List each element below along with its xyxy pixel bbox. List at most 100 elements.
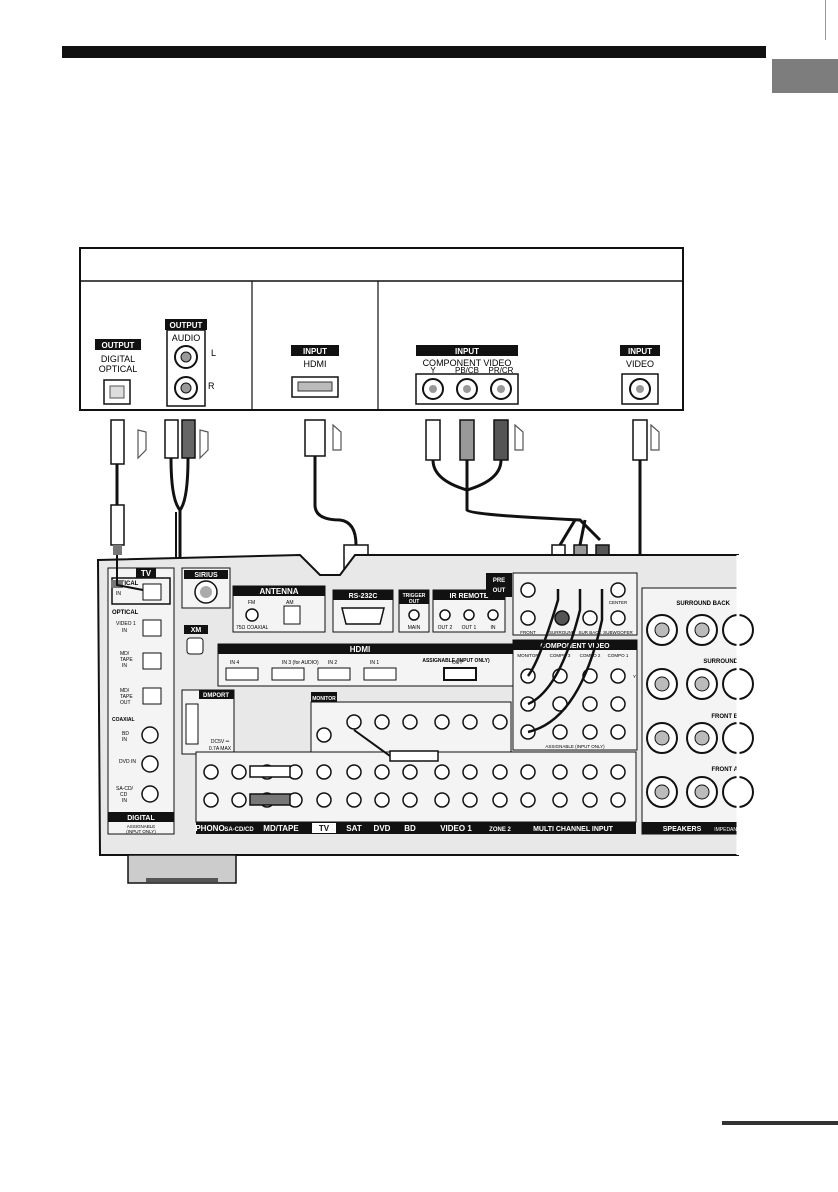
optical-output-header-bg bbox=[95, 339, 141, 350]
hdmi-in3-port[interactable] bbox=[271, 667, 305, 681]
tv-input-label: TV bbox=[319, 824, 330, 833]
optical-section-label: OPTICAL bbox=[112, 610, 139, 616]
am-terminal[interactable] bbox=[283, 605, 301, 625]
chapter-tab bbox=[772, 59, 838, 93]
dvd-label: DVD bbox=[374, 824, 391, 833]
optical-tv-in-label: IN bbox=[116, 591, 121, 597]
dmport-sub-2: 0.7A MAX bbox=[209, 746, 232, 752]
hdmi-in4-port[interactable] bbox=[225, 667, 259, 681]
audio-plug-l bbox=[164, 419, 179, 459]
ir-in-label: IN bbox=[491, 625, 496, 631]
trigger-main-jack[interactable] bbox=[408, 609, 420, 621]
trigger-main-label: MAIN bbox=[408, 625, 421, 631]
surround-back-label: SURROUND BACK bbox=[676, 601, 730, 607]
coax-bd-in: IN bbox=[122, 737, 127, 743]
audio-l-label: L bbox=[211, 348, 216, 358]
pre-center-label: CENTER bbox=[609, 600, 628, 605]
optical-mdtape-out-jack[interactable] bbox=[142, 687, 162, 705]
video-input-header: INPUT bbox=[628, 347, 652, 356]
multi-channel-label: MULTI CHANNEL INPUT bbox=[533, 826, 614, 833]
component-pr-label: PR/CR bbox=[489, 366, 514, 375]
fm-label: FM bbox=[248, 600, 255, 606]
optical-mdtape-out-label-2: TAPE bbox=[120, 694, 133, 700]
tv-video-in-jack[interactable] bbox=[346, 714, 362, 730]
coax-bd-label: BD bbox=[122, 731, 129, 737]
video1-label: VIDEO 1 bbox=[440, 824, 472, 833]
trigger-label-2: OUT bbox=[409, 599, 420, 605]
ir-in-jack[interactable] bbox=[487, 609, 499, 621]
front-a-label: FRONT A bbox=[712, 767, 739, 773]
hdmi-block-label: HDMI bbox=[350, 645, 370, 654]
hdmi-in3-label: IN 3 (for AUDIO) bbox=[282, 660, 319, 666]
hdmi-in2-label: IN 2 bbox=[328, 660, 337, 666]
sirius-label: SIRIUS bbox=[194, 572, 218, 579]
pre-out-label: PRE bbox=[493, 578, 505, 584]
ir-out1-jack[interactable] bbox=[463, 609, 475, 621]
comp2-label: COMPO 2 bbox=[580, 653, 601, 658]
continued-rule bbox=[722, 1121, 838, 1125]
coax-sacd-label-3: IN bbox=[122, 798, 127, 804]
sat-label: SAT bbox=[346, 824, 362, 833]
hdmi-in1-port[interactable] bbox=[363, 667, 397, 681]
ir-out2-jack[interactable] bbox=[439, 609, 451, 621]
hdmi-in2-port[interactable] bbox=[317, 667, 351, 681]
optical-mdtape-in-label-2: TAPE bbox=[120, 657, 133, 663]
optical-mdtape-in-label-3: IN bbox=[122, 663, 127, 669]
dmport-jack[interactable] bbox=[185, 703, 199, 745]
pre-front-label: FRONT bbox=[520, 630, 536, 635]
optical-mdtape-out-label: MD/ bbox=[120, 688, 130, 694]
coax-dvd-jack[interactable] bbox=[141, 755, 159, 773]
optical-output-header: OUTPUT bbox=[102, 341, 135, 350]
coax-sacd-jack[interactable] bbox=[141, 785, 159, 803]
fm-jack[interactable] bbox=[245, 608, 259, 622]
optical-mdtape-out-label-3: OUT bbox=[120, 700, 131, 706]
hdmi-out-port[interactable] bbox=[443, 667, 477, 681]
am-label: AM bbox=[286, 600, 294, 606]
optical-mdtape-in-jack[interactable] bbox=[142, 652, 162, 670]
zone2-label: ZONE 2 bbox=[489, 827, 511, 833]
audio-r-label: R bbox=[208, 381, 215, 391]
ir-out1-label: OUT 1 bbox=[462, 625, 477, 631]
optical-tv-in-jack[interactable] bbox=[142, 583, 162, 601]
xm-jack[interactable] bbox=[186, 637, 204, 655]
pre-out-label-2: OUT bbox=[493, 588, 506, 594]
optical-output-label-1: DIGITAL bbox=[101, 354, 135, 364]
ir-remote-label: IR REMOTE bbox=[450, 593, 489, 600]
pre-subwoofer-label: SUBWOOFER bbox=[603, 630, 633, 635]
monitor-label: MONITOR bbox=[312, 696, 336, 702]
component-y-label: Y bbox=[430, 366, 436, 375]
optical-output-label-2: OPTICAL bbox=[99, 364, 138, 374]
trigger-label: TRIGGER bbox=[403, 593, 426, 599]
hdmi-assignable-label: ASSIGNABLE (INPUT ONLY) bbox=[422, 658, 490, 664]
optical-mdtape-in-label: MD/ bbox=[120, 651, 130, 657]
pre-surback-label: SUR BACK bbox=[578, 630, 601, 635]
digital-label: DIGITAL bbox=[127, 815, 155, 822]
coax-sacd-label: SA-CD/ bbox=[116, 786, 134, 792]
audio-plug-r bbox=[181, 419, 196, 459]
component-pb-label: PB/CB bbox=[455, 366, 479, 375]
digital-sub-2: (INPUT ONLY) bbox=[126, 829, 156, 834]
ir-out2-label: OUT 2 bbox=[438, 625, 453, 631]
optical-video1-label: VIDEO 1 bbox=[116, 621, 136, 627]
impedance-label: IMPEDAN bbox=[714, 827, 737, 833]
component-input-header: INPUT bbox=[455, 347, 479, 356]
dmport-sub: DC5V ═ bbox=[211, 739, 230, 745]
sacd-label: SA-CD/CD bbox=[224, 827, 254, 833]
rs232c-port[interactable] bbox=[341, 607, 385, 625]
audio-output-label: AUDIO bbox=[172, 333, 201, 343]
optical-video1-jack[interactable] bbox=[142, 619, 162, 637]
component-input-label: COMPONENT VIDEO bbox=[423, 358, 512, 368]
monitor-video-out-jack[interactable] bbox=[316, 727, 332, 743]
tv-panel bbox=[79, 247, 684, 411]
hdmi-input-label: HDMI bbox=[304, 359, 327, 369]
audio-input-jacks[interactable] bbox=[203, 764, 626, 808]
coax-bd-jack[interactable] bbox=[141, 726, 159, 744]
hdmi-input-header: INPUT bbox=[303, 347, 327, 356]
hdmi-in4-label: IN 4 bbox=[230, 660, 239, 666]
audio-output-header-bg bbox=[165, 319, 207, 330]
optical-tv-label: OPTICAL bbox=[112, 581, 139, 587]
mdtape-label: MD/TAPE bbox=[263, 824, 299, 833]
rs232c-label: RS-232C bbox=[349, 593, 378, 600]
coax-sacd-label-2: CD bbox=[120, 792, 128, 798]
